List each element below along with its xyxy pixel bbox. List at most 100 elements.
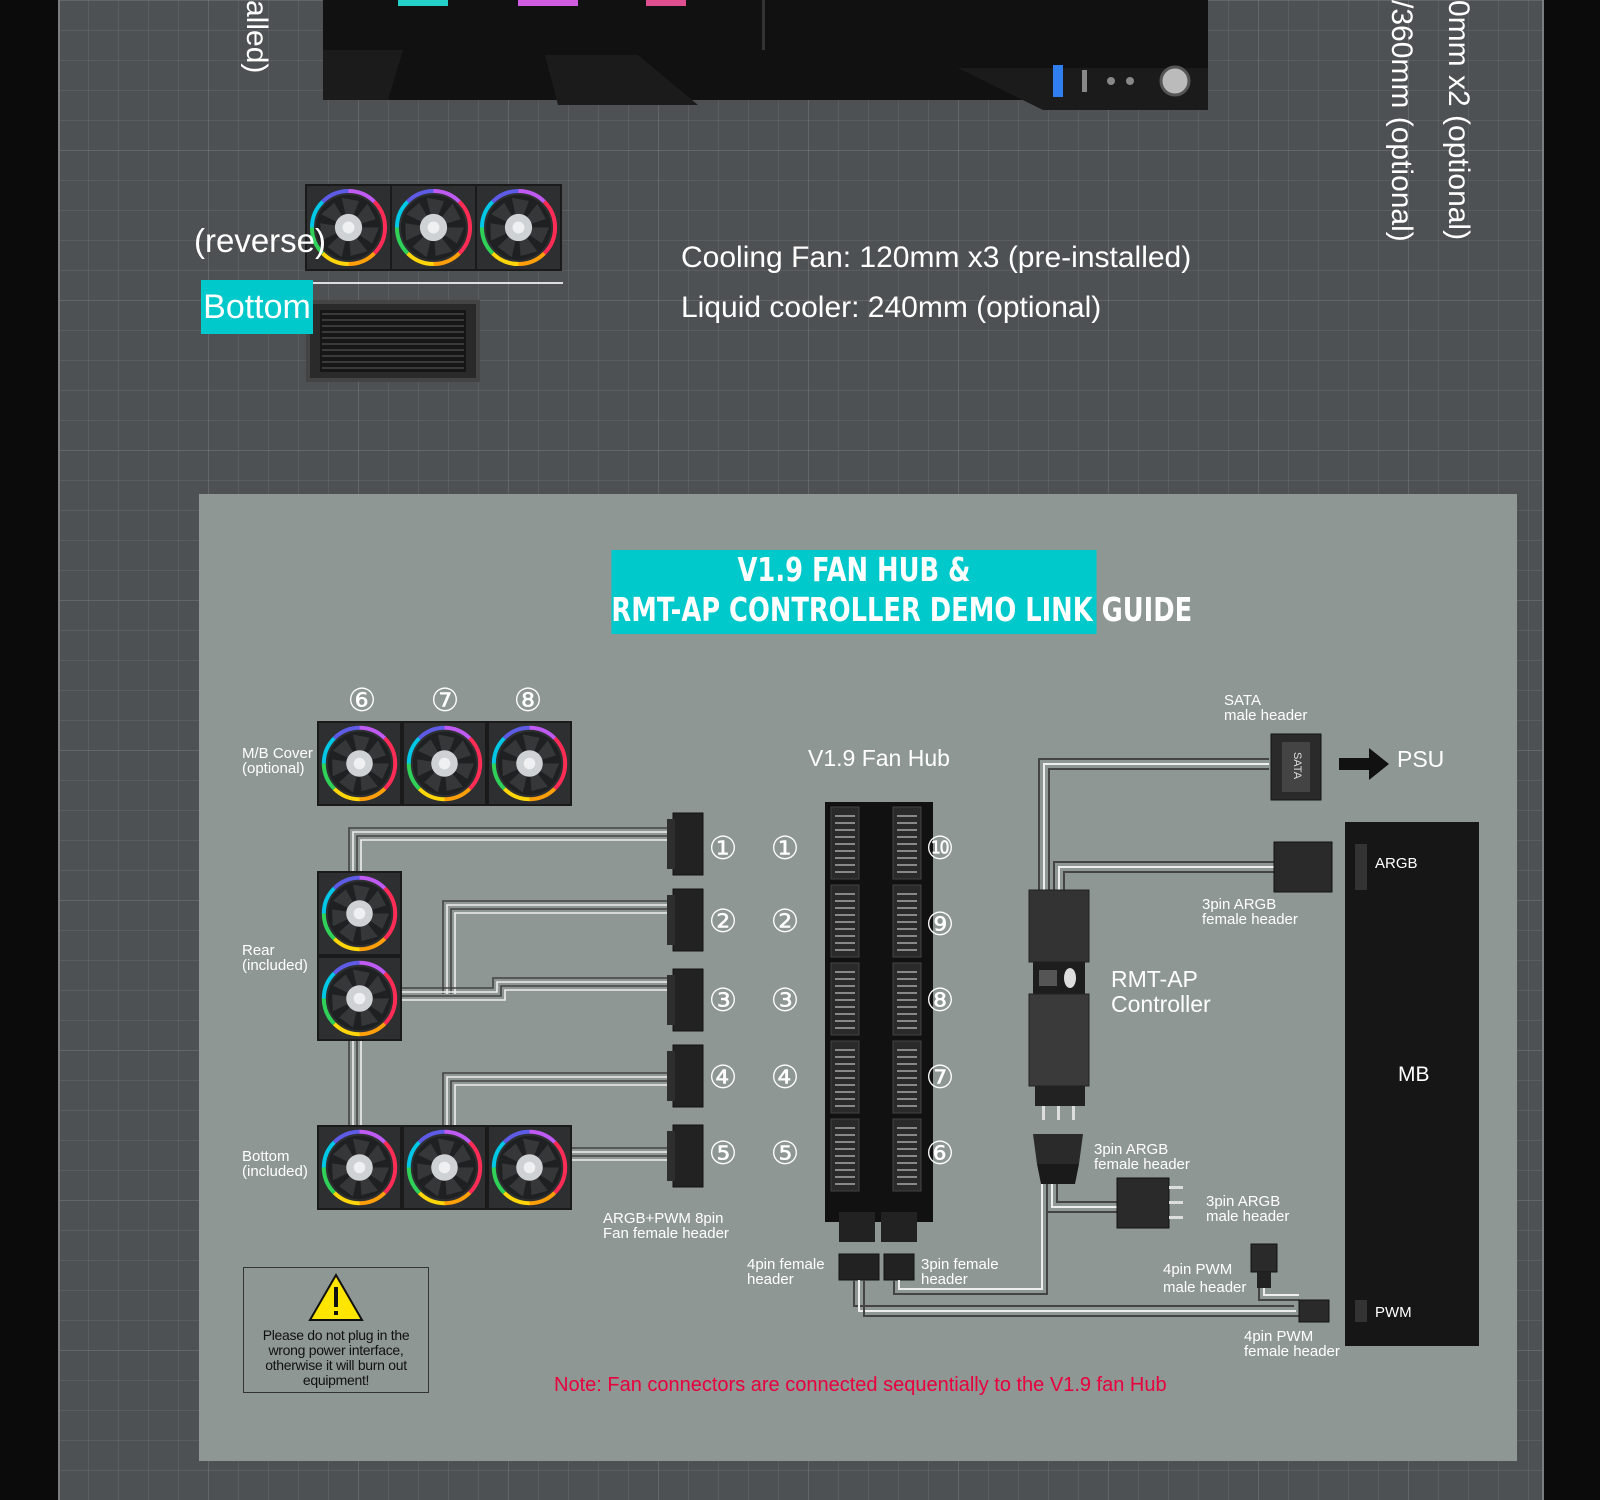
- argb-pwm-8pin-connector: [667, 1044, 704, 1108]
- power-button: [1159, 65, 1191, 97]
- sata-label-1: SATA: [1224, 692, 1261, 709]
- rgb-fan-icon: [317, 1125, 402, 1210]
- pwm-male-label-1: 4pin PWM: [1163, 1261, 1233, 1278]
- argb-3pin-male-connector: [1046, 1177, 1183, 1229]
- guide-title: V1.9 FAN HUB & RMT-AP CONTROLLER DEMO LI…: [611, 550, 1193, 634]
- vertical-text-right-2: /360mm (optional): [1385, 0, 1418, 242]
- fan-cable-wire: [450, 908, 673, 994]
- argb-pwm-label-2: Fan female header: [603, 1225, 729, 1242]
- audio-port: [1126, 77, 1134, 85]
- connector-number-1: ①: [708, 830, 738, 866]
- sata-label-2: male header: [1224, 707, 1308, 724]
- rmt-ap-controller: [1028, 889, 1090, 1184]
- controller-label-1: RMT-AP: [1111, 966, 1198, 992]
- radiator-fin: [322, 343, 464, 345]
- ctrl-argb-male-label-1: 3pin ARGB: [1206, 1193, 1281, 1210]
- hub-port: [892, 1118, 922, 1192]
- radiator-fin: [322, 325, 464, 327]
- fan-cable-wire: [446, 904, 673, 994]
- pwm-male-label-2: male header: [1163, 1279, 1247, 1296]
- pin4-female-label-2: header: [747, 1271, 794, 1288]
- mb-argb-label: ARGB: [1375, 855, 1418, 872]
- mb-cover-label-1: M/B Cover: [242, 745, 313, 762]
- argb-3pin-female-label-2: female header: [1202, 911, 1298, 928]
- hub-port-number-7: ⑦: [925, 1059, 955, 1095]
- right-arrow-icon: [1339, 748, 1389, 780]
- argb-pwm-label-1: ARGB+PWM 8pin: [603, 1210, 724, 1227]
- hub-port-number-6: ⑥: [925, 1135, 955, 1171]
- fan-cable-wire: [356, 835, 673, 872]
- hub-port-number-2: ②: [770, 903, 800, 939]
- pin3-female-label-2: header: [921, 1271, 968, 1288]
- spec-liquid-cooler: Liquid cooler: 240mm (optional): [681, 291, 1102, 324]
- guide-title-line1: V1.9 FAN HUB &: [737, 550, 971, 589]
- hub-port-number-10: ⑩: [925, 830, 955, 866]
- radiator-fin: [322, 313, 464, 315]
- case-foot-mid: [545, 55, 698, 105]
- fan-cable-wire: [356, 985, 673, 1126]
- fan-cable-wire: [454, 912, 673, 994]
- psu-label: PSU: [1397, 746, 1445, 772]
- fan-cable-wire: [450, 1080, 673, 1126]
- wiring-diagram: [308, 721, 1479, 1346]
- rgb-fan-icon: [390, 184, 477, 271]
- rgb-fan-icon: [317, 956, 402, 1041]
- mb-pwm-label: PWM: [1375, 1304, 1412, 1321]
- hub-port: [830, 1118, 860, 1192]
- fan-cable-wire: [360, 839, 673, 872]
- hub-port: [830, 806, 860, 880]
- rgb-fan-icon: [487, 721, 572, 806]
- sata-mark: SATA: [1291, 751, 1304, 780]
- hub-port: [830, 962, 860, 1036]
- rgb-fan-icon: [402, 1125, 487, 1210]
- hub-bottom-connectors: [838, 1144, 1299, 1317]
- rgb-fan-icon: [305, 184, 392, 271]
- motherboard: [1345, 822, 1479, 1346]
- rgb-fan-icon: [317, 871, 402, 956]
- argb-pwm-8pin-connector: [667, 812, 704, 876]
- hub-port-number-4: ④: [770, 1059, 800, 1095]
- hub-label: V1.9 Fan Hub: [808, 745, 950, 771]
- vertical-text-left: alled): [240, 0, 273, 74]
- hub-port-number-3: ③: [770, 982, 800, 1018]
- fan-cable-wire: [352, 831, 673, 872]
- hub-port: [892, 1040, 922, 1114]
- argb-pwm-connectors: [667, 812, 704, 1188]
- guide-title-line2: RMT-AP CONTROLLER DEMO LINK GUIDE: [611, 590, 1193, 629]
- fan-number-7: ⑦: [430, 682, 460, 718]
- radiator-240: [306, 300, 480, 382]
- reverse-fan-group: [305, 184, 562, 271]
- hub-port: [830, 1040, 860, 1114]
- rear-label-2: (included): [242, 957, 308, 974]
- pwm-female-label-1: 4pin PWM: [1244, 1328, 1314, 1345]
- fan-groups: [317, 721, 572, 1210]
- rgb-fan-icon: [475, 184, 562, 271]
- pin4-female-label-1: 4pin female: [747, 1256, 825, 1273]
- rgb-fan-icon: [402, 721, 487, 806]
- ctrl-argb-female-label-2: female header: [1094, 1156, 1190, 1173]
- fan-cable-wire: [348, 827, 673, 872]
- warning-text: Please do not plug in the wrong power in…: [262, 1327, 410, 1388]
- fan-cable-wire: [360, 989, 673, 1126]
- fan-cable-wire: [442, 900, 673, 994]
- warning-box: Please do not plug in the wrong power in…: [243, 1267, 429, 1393]
- link-guide-panel: V1.9 FAN HUB & RMT-AP CONTROLLER DEMO LI…: [199, 494, 1517, 1461]
- ctrl-argb-female-label-1: 3pin ARGB: [1094, 1141, 1169, 1158]
- sata-connector: [1038, 733, 1322, 902]
- case-foot-left: [323, 50, 403, 100]
- pin3-female-label-1: 3pin female: [921, 1256, 999, 1273]
- case-rgb-strip: [518, 0, 578, 6]
- hub-port: [830, 884, 860, 958]
- rgb-fan-icon: [487, 1125, 572, 1210]
- connector-number-3: ③: [708, 982, 738, 1018]
- rear-label-1: Rear: [242, 942, 275, 959]
- hub-port-number-1: ①: [770, 830, 800, 866]
- radiator-fin: [322, 337, 464, 339]
- rgb-fan-icon: [317, 721, 402, 806]
- usbc-port: [1082, 70, 1087, 92]
- radiator-fin: [322, 367, 464, 369]
- reverse-label: (reverse): [194, 222, 327, 259]
- hub-port-number-8: ⑧: [925, 982, 955, 1018]
- radiator-fin: [322, 361, 464, 363]
- hub-port: [892, 884, 922, 958]
